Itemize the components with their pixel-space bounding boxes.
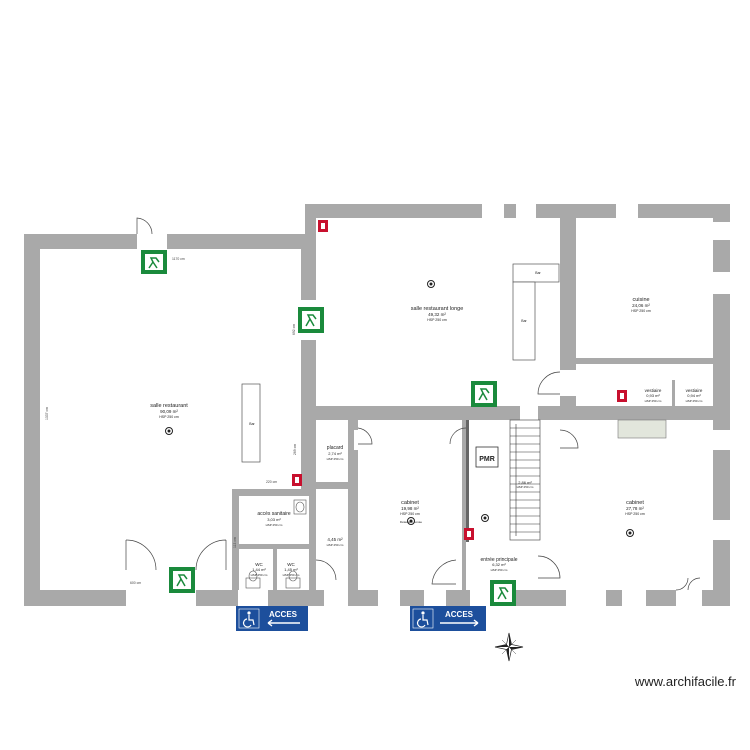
room-area-stair: 2,86 m² — [518, 480, 532, 485]
sanitary-fixtures — [245, 499, 307, 589]
room-labels: salle restaurant 90,09 m² HSP 250 cm sal… — [150, 271, 703, 577]
bar-counters — [241, 263, 560, 463]
bar-label-3: Bar — [521, 319, 527, 323]
room-hsp-salle-restaurant: HSP 250 cm — [159, 415, 179, 419]
detector-label: Détecteur fumée — [400, 520, 423, 524]
compass-icon — [494, 632, 524, 662]
room-area-cabinet1: 19,98 m² — [401, 506, 419, 511]
bar-label-2: Bar — [535, 271, 541, 275]
room-hsp-wc1: HSP 250 cm — [251, 573, 268, 577]
room-area-cuisine: 24,06 m² — [632, 303, 650, 308]
room-hsp-vestiaire2: HSP 250 cm — [686, 399, 703, 403]
pmr-sign-frame — [475, 446, 499, 468]
dimension-bottom: 600 cm — [130, 581, 141, 585]
dimension-sanitary-top: 220 cm — [266, 480, 277, 484]
room-hsp-wc2: HSP 250 cm — [283, 573, 300, 577]
dimension-labels: 1170 cm 1337 cm 600 cm 692 cm 269 cm 220… — [45, 257, 297, 585]
room-area-unnamed: 4,45 m² — [327, 537, 343, 542]
room-name-vestiaire2: vestiaire — [686, 388, 703, 393]
room-hsp-acces-sanitaire: HSP 250 cm — [266, 523, 283, 527]
room-hsp-placard: HSP 250 cm — [327, 457, 344, 461]
access-sign-right: ACCES — [410, 606, 486, 631]
staircase — [509, 419, 541, 541]
dimension-right-upper: 692 cm — [292, 324, 296, 335]
room-name-cuisine: cuisine — [632, 297, 649, 303]
room-area-placard: 2,74 m² — [328, 451, 342, 456]
room-hsp-entree: HSP 250 cm — [491, 568, 508, 572]
room-area-vestiaire2: 0,94 m² — [687, 393, 701, 398]
room-name-salle-restaurant: salle restaurant — [150, 403, 188, 409]
hatched-partition — [466, 420, 469, 542]
room-name-acces-sanitaire: accès sanitaire — [257, 511, 291, 517]
access-label-right: ACCES — [445, 610, 474, 619]
dimension-sanitary-left: 113 cm — [233, 537, 237, 548]
dimension-right-lower: 269 cm — [293, 444, 297, 455]
smoke-detector-icons — [165, 280, 634, 537]
access-sign-left: ACCES — [236, 606, 308, 631]
walls — [24, 204, 730, 606]
pmr-label: PMR — [479, 456, 495, 463]
emergency-exit-icons — [141, 250, 516, 606]
room-name-cabinet2: cabinet — [626, 500, 644, 506]
room-area-salle-longe: 49,32 m² — [428, 312, 446, 317]
room-hsp-cuisine: HSP 250 cm — [631, 309, 651, 313]
watermark: www.archifacile.fr — [634, 674, 736, 689]
room-hsp-cabinet2: HSP 250 cm — [625, 512, 645, 516]
room-hsp-unnamed: HSP 250 cm — [327, 543, 344, 547]
room-hsp-salle-longe: HSP 250 cm — [427, 318, 447, 322]
room-area-acces-sanitaire: 3,03 m² — [267, 517, 281, 522]
fire-extinguisher-marks — [295, 223, 624, 537]
room-area-salle-restaurant: 90,09 m² — [160, 409, 178, 414]
room-name-wc1: WC — [255, 562, 263, 567]
access-label-left: ACCES — [269, 610, 298, 619]
bar-label-1: Bar — [249, 422, 255, 426]
kitchen-unit — [617, 419, 667, 439]
room-hsp-cabinet1: HSP 250 cm — [400, 512, 420, 516]
room-hsp-stair: HSP 250 cm — [517, 485, 534, 489]
room-area-entree: 6,32 m² — [492, 562, 506, 567]
room-area-vestiaire1: 0,93 m² — [646, 393, 660, 398]
room-name-salle-longe: salle restaurant longe — [411, 306, 464, 312]
room-area-wc2: 1,45 m² — [284, 567, 298, 572]
room-area-cabinet2: 27,78 m² — [626, 506, 644, 511]
dimension-left: 1337 cm — [45, 407, 49, 420]
door-swings — [125, 217, 701, 591]
room-hsp-vestiaire1: HSP 250 cm — [645, 399, 662, 403]
room-name-wc2: WC — [287, 562, 295, 567]
room-name-cabinet1: cabinet — [401, 500, 419, 506]
room-name-placard: placard — [327, 445, 344, 451]
dimension-top: 1170 cm — [172, 257, 185, 261]
room-name-entree: entrée principale — [481, 557, 518, 563]
interior-walls — [316, 218, 713, 590]
room-area-wc1: 1,44 m² — [252, 567, 266, 572]
room-name-vestiaire1: vestiaire — [645, 388, 662, 393]
